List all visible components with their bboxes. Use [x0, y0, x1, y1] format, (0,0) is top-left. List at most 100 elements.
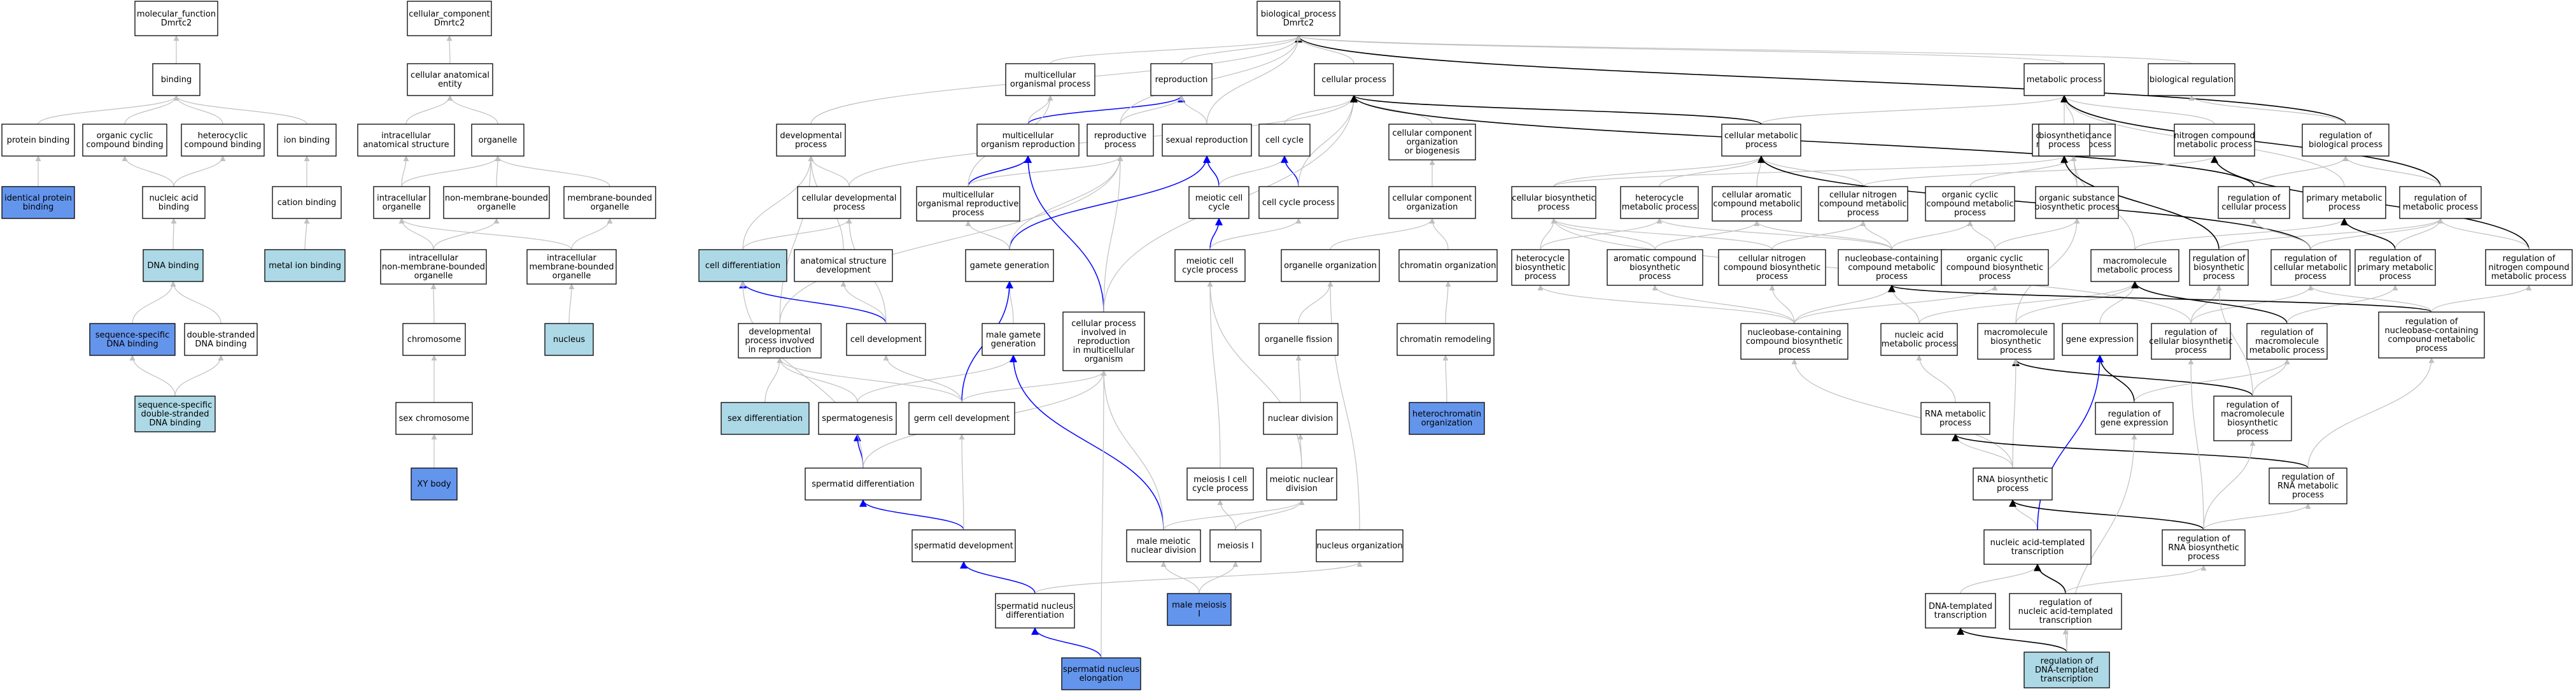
node-ion-binding[interactable]: ion binding — [277, 124, 337, 157]
node-sex-chromosome[interactable]: sex chromosome — [395, 402, 473, 435]
node-intracellular-non-membrane-bounded-organelle[interactable]: intracellularnon-membrane-boundedorganel… — [380, 249, 487, 285]
node-metal-ion-binding[interactable]: metal ion binding — [264, 249, 346, 282]
node-chromosome[interactable]: chromosome — [402, 323, 466, 356]
node-organelle-organization[interactable]: organelle organization — [1281, 249, 1380, 282]
node-germ-cell-development[interactable]: germ cell development — [908, 402, 1015, 435]
node-meiosis-i[interactable]: meiosis I — [1209, 529, 1262, 562]
node-cellular-process[interactable]: cellular process — [1314, 63, 1394, 96]
node-cell-differentiation[interactable]: cell differentiation — [698, 249, 787, 282]
node-sexual-reproduction[interactable]: sexual reproduction — [1162, 124, 1252, 157]
node-dna-binding[interactable]: DNA binding — [143, 249, 204, 282]
node-organelle[interactable]: organelle — [471, 124, 524, 157]
node-regulation-of-nucleobase-containing-compound-metabolic-process[interactable]: regulation ofnucleobase-containingcompou… — [2378, 311, 2485, 359]
node-chromatin-remodeling[interactable]: chromatin remodeling — [1397, 323, 1495, 356]
node-cell-cycle-process[interactable]: cell cycle process — [1258, 186, 1339, 219]
node-cell-development[interactable]: cell development — [846, 323, 926, 356]
node-sex-differentiation[interactable]: sex differentiation — [721, 402, 810, 435]
node-spermatid-differentiation[interactable]: spermatid differentiation — [805, 467, 922, 501]
node-biological-regulation[interactable]: biological regulation — [2148, 63, 2235, 96]
node-metabolic-process[interactable]: metabolic process — [2023, 63, 2105, 96]
node-cation-binding[interactable]: cation binding — [272, 186, 342, 219]
node-spermatogenesis[interactable]: spermatogenesis — [818, 402, 897, 435]
node-spermatid-development[interactable]: spermatid development — [911, 529, 1016, 562]
node-organelle-fission[interactable]: organelle fission — [1258, 323, 1339, 356]
node-nucleus[interactable]: nucleus — [544, 323, 594, 356]
node-chromatin-organization[interactable]: chromatin organization — [1398, 249, 1498, 282]
node-xy-body[interactable]: XY body — [411, 467, 458, 501]
node-reproduction[interactable]: reproduction — [1150, 63, 1213, 96]
node-regulation-of-macromolecule-biosynthetic-process[interactable]: regulation ofmacromoleculebiosyntheticpr… — [2213, 395, 2292, 441]
node-nuclear-division[interactable]: nuclear division — [1263, 402, 1338, 435]
node-protein-binding[interactable]: protein binding — [1, 124, 75, 157]
node-cell-cycle[interactable]: cell cycle — [1258, 124, 1311, 157]
